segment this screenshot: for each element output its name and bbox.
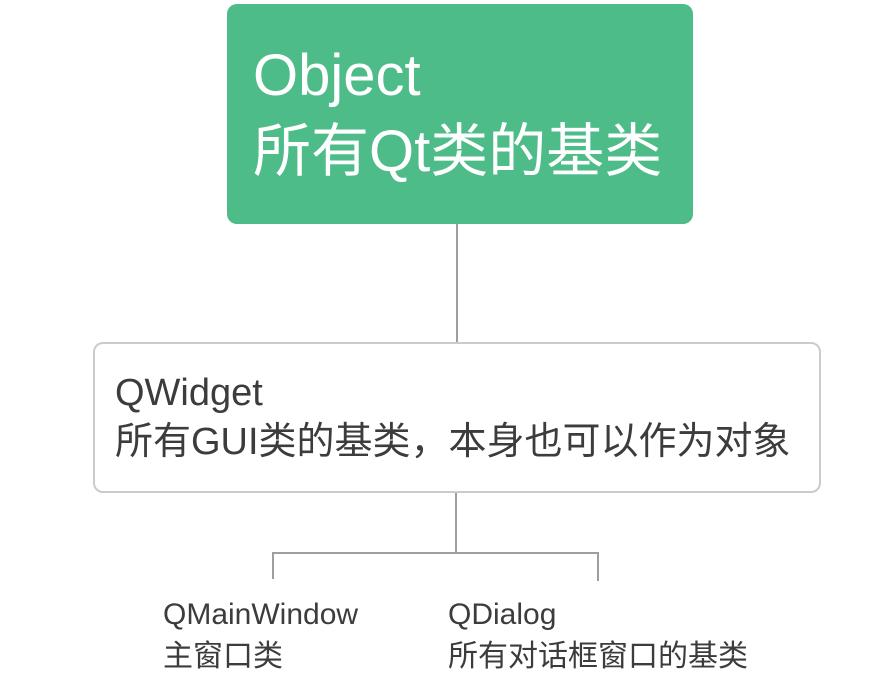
connector-drop-qmainwindow [272, 552, 274, 579]
connector-drop-qdialog [597, 552, 599, 581]
connector-children-bar [272, 552, 599, 554]
node-qdialog-name: QDialog [448, 598, 557, 631]
node-qwidget-name: QWidget [115, 371, 263, 414]
connector-qwidget-children [455, 493, 457, 553]
connector-object-qwidget [456, 224, 458, 342]
node-qmainwindow-name: QMainWindow [163, 598, 359, 631]
node-object-desc: 所有Qt类的基类 [253, 119, 663, 184]
node-qdialog[interactable]: QDialog 所有对话框窗口的基类 [448, 594, 748, 678]
node-qwidget[interactable]: QWidget 所有GUI类的基类，本身也可以作为对象 [93, 342, 821, 493]
node-object[interactable]: Object 所有Qt类的基类 [227, 4, 693, 224]
node-qmainwindow[interactable]: QMainWindow 主窗口类 [163, 594, 358, 678]
node-object-name: Object [253, 43, 421, 108]
node-qdialog-desc: 所有对话框窗口的基类 [448, 640, 748, 673]
node-qmainwindow-desc: 主窗口类 [163, 640, 283, 673]
node-qwidget-desc: 所有GUI类的基类，本身也可以作为对象 [115, 420, 791, 463]
